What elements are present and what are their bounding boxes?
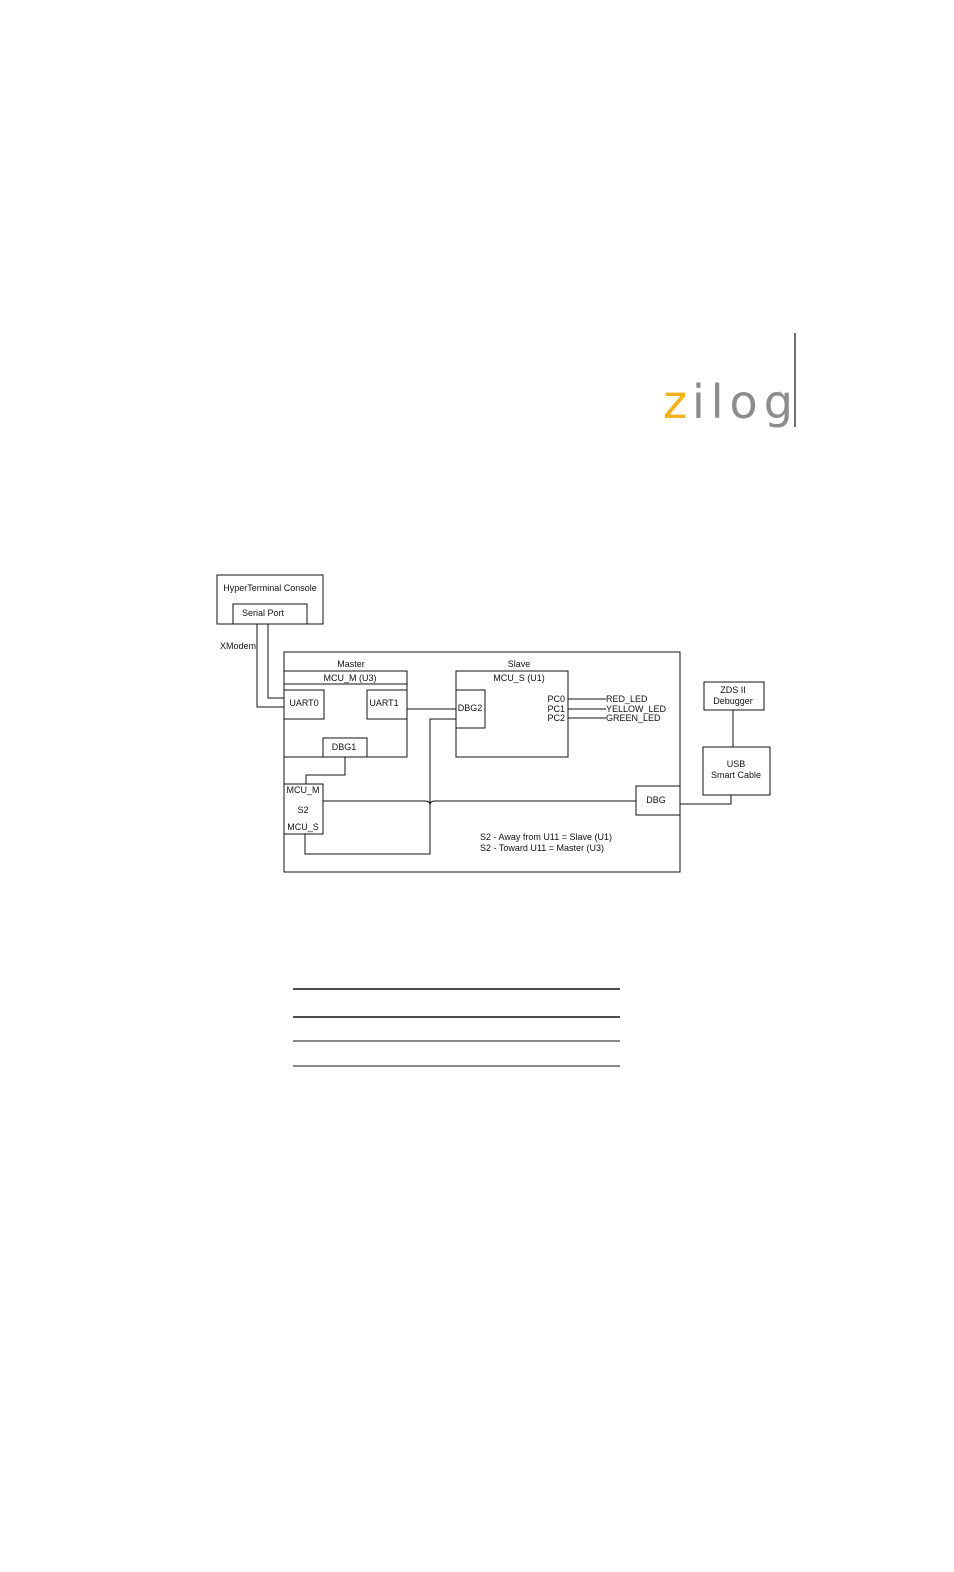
pin-pc2-label: PC2 <box>547 713 565 723</box>
board-outline <box>283 651 681 873</box>
serial-port-box <box>232 603 308 625</box>
slave-group-label: Slave <box>508 659 531 669</box>
zds-line2: Debugger <box>713 696 753 706</box>
serial-wire-tx <box>256 624 284 708</box>
note-away: S2 - Away from U11 = Slave (U1) <box>480 832 612 842</box>
dbg2-label: DBG2 <box>458 703 483 713</box>
s2-dbg-wire <box>323 800 636 806</box>
uart1-label: UART1 <box>369 698 398 708</box>
dbg-usb-wire <box>680 795 732 805</box>
xmodem-label: XModem <box>220 641 256 651</box>
s2-mcu-s-label: MCU_S <box>287 822 319 832</box>
zds-line1: ZDS II <box>720 685 746 695</box>
usb-smart-cable-box <box>702 746 771 796</box>
signal-green-led: GREEN_LED <box>606 713 661 723</box>
s2-dbg2-wire <box>304 718 456 855</box>
pin-pc0-label: PC0 <box>547 694 565 704</box>
console-title: HyperTerminal Console <box>223 583 317 593</box>
serial-port-label: Serial Port <box>242 608 285 618</box>
master-group-label: Master <box>337 659 365 669</box>
table-rules <box>293 988 620 1067</box>
logo-registered-mark: ® <box>777 391 783 398</box>
logo-letters: ilog <box>692 375 799 429</box>
usb-line1: USB <box>727 759 746 769</box>
uart0-label: UART0 <box>289 698 318 708</box>
zds-debugger-box <box>703 681 765 711</box>
mcu-m-label: MCU_M (U3) <box>324 673 377 683</box>
logo-letter-z: z <box>663 375 687 429</box>
block-diagram: HyperTerminal Console Serial Port XModem… <box>216 574 771 873</box>
dbg1-label: DBG1 <box>332 742 357 752</box>
dbg-box <box>635 785 681 816</box>
mcu-s-label: MCU_S (U1) <box>493 673 545 683</box>
s2-name-label: S2 <box>297 805 308 815</box>
serial-wire-rx <box>267 624 284 699</box>
usb-line2: Smart Cable <box>711 770 761 780</box>
zilog-logo: z ilog ® <box>663 375 799 429</box>
uart1-box <box>366 689 408 720</box>
signal-yellow-led: YELLOW_LED <box>606 704 667 714</box>
dbg-label: DBG <box>646 795 666 805</box>
s2-switch-box <box>283 783 324 835</box>
note-toward: S2 - Toward U11 = Master (U3) <box>480 843 604 853</box>
uart0-box <box>283 689 325 720</box>
pin-pc1-label: PC1 <box>547 704 565 714</box>
signal-red-led: RED_LED <box>606 694 648 704</box>
dbg1-s2-wire <box>305 757 346 784</box>
s2-mcu-m-label: MCU_M <box>287 785 320 795</box>
